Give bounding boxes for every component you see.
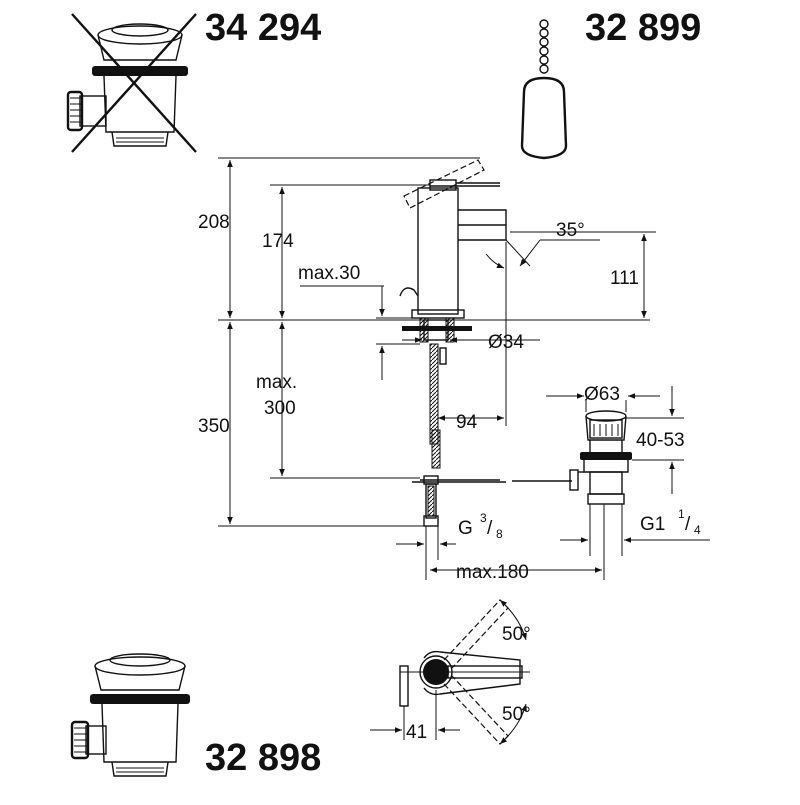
dim-below-deck-max-line2: 300: [264, 398, 296, 419]
dim-waste-thread-num: 1: [678, 507, 685, 521]
waste-34294-illustration: [66, 13, 197, 153]
dim-deck-max: max.30: [298, 263, 360, 284]
dim-waste-thread-prefix: G1: [640, 514, 665, 535]
part-number-34294: 34 294: [205, 7, 321, 49]
dim-waste-diameter: Ø63: [584, 384, 620, 405]
dim-waste-range: 40-53: [636, 430, 685, 451]
dim-supply-to-waste-max: max.180: [456, 562, 529, 583]
dim-supply-thread-prefix: G: [458, 518, 473, 539]
part-number-32898: 32 898: [205, 737, 321, 779]
waste-32898-illustration: [70, 653, 190, 777]
dim-height-total: 208: [198, 212, 230, 233]
part-number-32899: 32 899: [585, 7, 701, 49]
dim-outlet-angle: 35°: [556, 220, 585, 241]
dim-supply-thread-den: 8: [496, 527, 503, 541]
dim-below-deck-max-line1: max.: [256, 372, 297, 393]
faucet-side-view: [218, 159, 650, 527]
dim-hole-diameter: Ø34: [488, 332, 524, 353]
dim-spout-reach: 94: [456, 412, 478, 433]
chain-plug-illustration: [520, 19, 568, 160]
dim-supply-thread-slash: /: [487, 518, 493, 539]
dim-supply-thread-num: 3: [480, 511, 487, 525]
dim-lever-angle-bottom: 50°: [502, 704, 531, 725]
dim-height-spout: 174: [262, 231, 294, 252]
cross-out-mark: [71, 13, 197, 153]
waste-side-view: [569, 410, 632, 505]
dimension-lines: [218, 157, 710, 580]
dim-below-deck: 350: [198, 416, 230, 437]
faucet-top-view: [370, 599, 530, 745]
dim-waste-thread-den: 4: [694, 523, 701, 537]
dim-waste-thread-slash: /: [685, 514, 691, 535]
dim-outlet-height: 111: [610, 268, 639, 289]
dim-base-offset: 41: [406, 722, 427, 743]
dim-lever-angle-top: 50°: [502, 624, 531, 645]
